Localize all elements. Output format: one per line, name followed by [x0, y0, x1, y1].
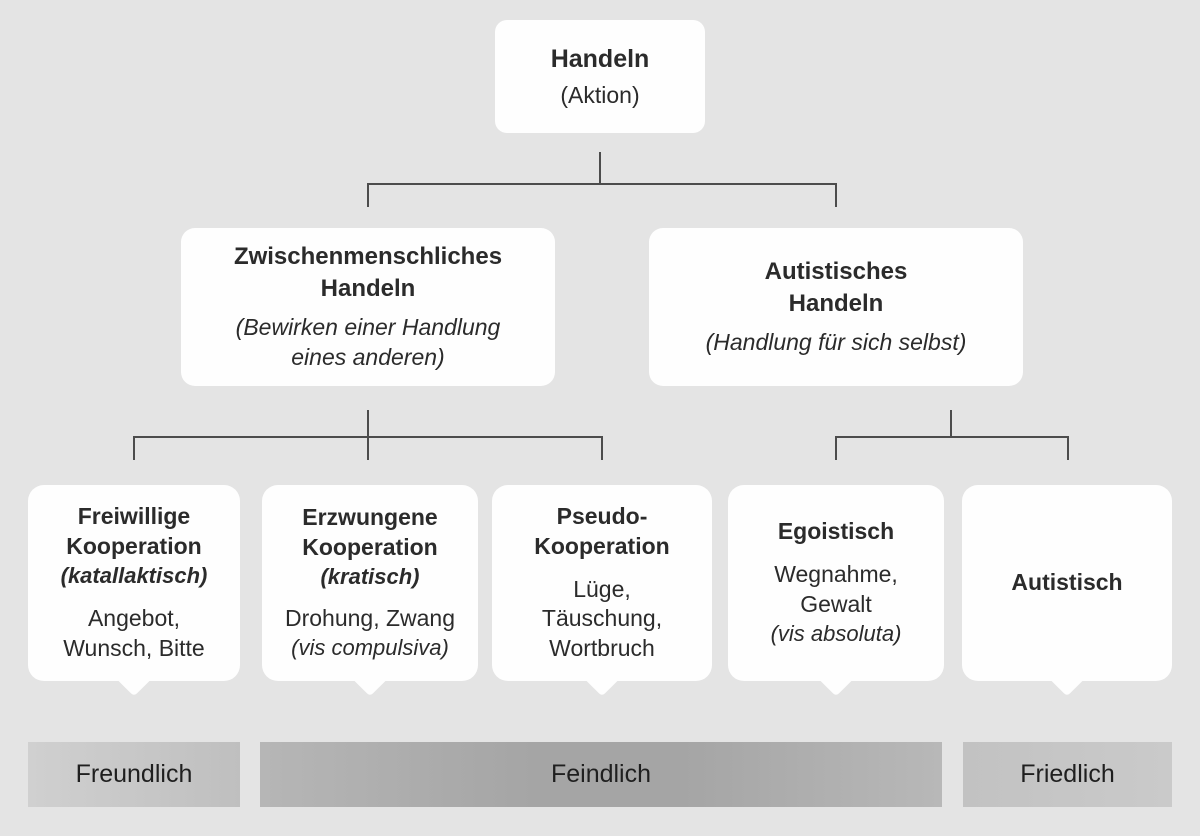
leaf-title: Autistisch: [1011, 569, 1123, 596]
leaf-qualifier: (kratisch): [320, 563, 420, 589]
leaf-body: Angebot, Wunsch, Bitte: [63, 604, 205, 661]
node-pseudo-kooperation: Pseudo- Kooperation Lüge, Täuschung, Wor…: [492, 485, 712, 697]
bar-label: Feindlich: [550, 760, 652, 788]
node-zwischenmenschliches-handeln: Zwischenmenschliches Handeln (Bewirken e…: [181, 228, 555, 386]
node-erzwungene-kooperation: Erzwungene Kooperation (kratisch) Drohun…: [262, 485, 478, 697]
connector-root-stem: [599, 152, 601, 185]
bubble-tail: [351, 659, 389, 697]
connector-root-stub-right: [835, 183, 837, 207]
leaf-title: Pseudo- Kooperation: [534, 502, 670, 559]
connector-root-crossbar: [367, 183, 837, 185]
connector-left-crossbar: [133, 436, 603, 438]
node-handeln: Handeln (Aktion): [495, 20, 705, 133]
branch-subtitle: (Bewirken einer Handlung eines anderen): [235, 314, 501, 371]
branch-subtitle: (Handlung für sich selbst): [705, 329, 967, 356]
node-freiwillige-kooperation: Freiwillige Kooperation (katallaktisch) …: [28, 485, 240, 697]
leaf-note: (vis absoluta): [770, 621, 902, 647]
leaf-qualifier: (katallaktisch): [60, 563, 208, 589]
bubble-tail: [115, 659, 153, 697]
bubble-tail: [583, 659, 621, 697]
branch-title: Autistisches Handeln: [764, 257, 908, 317]
node-autistisches-handeln: Autistisches Handeln (Handlung für sich …: [649, 228, 1023, 386]
bar-feindlich: Feindlich: [260, 742, 942, 807]
node-autistisch: Autistisch: [962, 485, 1172, 697]
node-handeln-title: Handeln: [550, 44, 650, 73]
leaf-body: Lüge, Täuschung, Wortbruch: [541, 575, 663, 662]
connector-right-stub-left: [835, 436, 837, 460]
connector-right-crossbar: [835, 436, 1069, 438]
connector-right-stub-right: [1067, 436, 1069, 460]
bar-freundlich: Freundlich: [28, 742, 240, 807]
leaf-title: Freiwillige Kooperation: [66, 503, 202, 560]
connector-root-stub-left: [367, 183, 369, 207]
leaf-body: Drohung, Zwang: [284, 605, 456, 632]
connector-right-stem: [950, 410, 952, 438]
connector-left-stub-left: [133, 436, 135, 460]
bubble-tail: [1048, 659, 1086, 697]
branch-title: Zwischenmenschliches Handeln: [233, 242, 503, 302]
bar-label: Freundlich: [75, 760, 193, 788]
bubble-tail: [817, 659, 855, 697]
bar-friedlich: Friedlich: [963, 742, 1172, 807]
node-handeln-subtitle: (Aktion): [560, 81, 640, 108]
bar-label: Friedlich: [1020, 760, 1115, 788]
leaf-note: (vis compulsiva): [291, 635, 449, 661]
leaf-body: Wegnahme, Gewalt: [774, 561, 898, 618]
connector-left-stem: [367, 410, 369, 460]
node-egoistisch: Egoistisch Wegnahme, Gewalt (vis absolut…: [728, 485, 944, 697]
connector-left-stub-right: [601, 436, 603, 460]
leaf-title: Erzwungene Kooperation: [302, 504, 438, 560]
leaf-title: Egoistisch: [777, 518, 895, 545]
